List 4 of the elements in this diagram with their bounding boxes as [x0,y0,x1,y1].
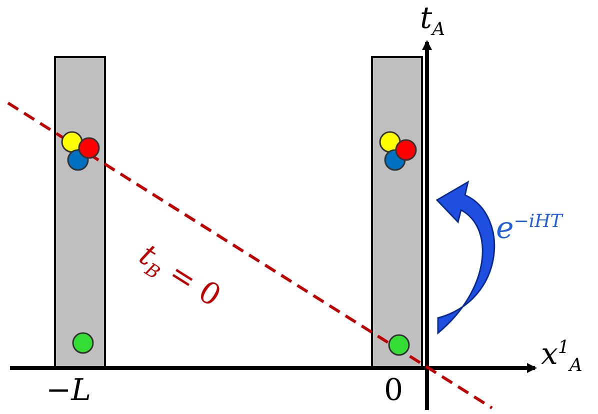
operator-label: e$^{−iHT}$ [496,214,562,244]
tick-label: 0 [384,376,404,406]
tick-label: −L [46,376,92,406]
axis-label: t$_{A}$ [420,4,446,34]
